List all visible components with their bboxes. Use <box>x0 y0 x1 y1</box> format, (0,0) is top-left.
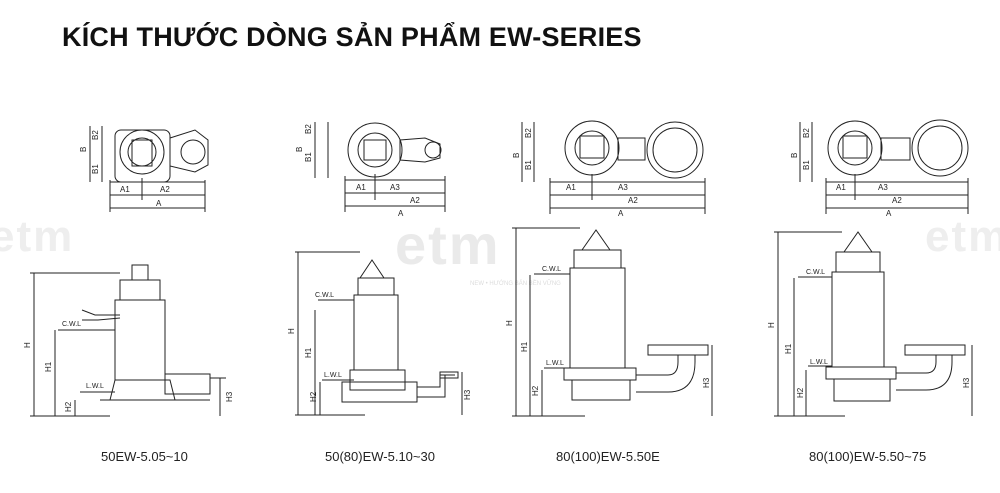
label-lwl: L.W.L <box>546 360 564 367</box>
drawing-80-100ew-50e: B B2 B1 A1 A3 A2 A H H1 H2 H3 C.W.L L.W.… <box>505 120 713 417</box>
watermark-brand: etm <box>395 213 501 276</box>
side-view-motor <box>114 299 166 381</box>
label-H2: H2 <box>796 387 805 398</box>
label-B1: B1 <box>524 160 533 170</box>
label-A2: A2 <box>628 196 638 205</box>
label-H3: H3 <box>463 389 472 400</box>
watermark-logo-left: etm <box>0 212 75 261</box>
side-view-elbow <box>896 355 937 374</box>
side-view-outlet <box>164 373 211 395</box>
top-view-motor <box>564 120 620 176</box>
label-A1: A1 <box>836 183 846 192</box>
drawing-50-80ew: B2 B1 B A1 A3 A2 A H H1 H2 H3 C.W.L L.W.… <box>287 122 472 416</box>
top-view-motor <box>347 122 403 178</box>
side-view-elbow <box>417 374 455 388</box>
label-H3: H3 <box>702 377 711 388</box>
label-cwl: C.W.L <box>62 321 81 328</box>
label-B2: B2 <box>304 124 313 134</box>
label-B1: B1 <box>91 164 100 174</box>
label-A3: A3 <box>878 183 888 192</box>
label-B: B <box>79 147 88 152</box>
label-H: H <box>767 322 776 328</box>
side-view-motor <box>831 271 885 368</box>
label-B2: B2 <box>802 128 811 138</box>
top-view-discharge <box>169 129 209 173</box>
label-B2: B2 <box>524 128 533 138</box>
top-view-motor <box>119 129 165 175</box>
side-view-motor <box>569 267 626 369</box>
label-B: B <box>512 153 521 158</box>
label-lwl: L.W.L <box>86 383 104 390</box>
label-A2: A2 <box>410 196 420 205</box>
watermark-logo: etm <box>395 212 501 277</box>
label-A3: A3 <box>390 183 400 192</box>
label-A1: A1 <box>120 185 130 194</box>
label-H2: H2 <box>64 401 73 412</box>
top-view-motor <box>827 120 883 176</box>
label-A1: A1 <box>356 183 366 192</box>
label-H1: H1 <box>520 341 529 352</box>
top-view-discharge <box>617 137 646 161</box>
drawing-50ew: B B2 B1 A1 A2 A H H1 H2 H3 C.W.L L.W.L <box>23 126 234 417</box>
label-lwl: L.W.L <box>324 372 342 379</box>
label-B2: B2 <box>91 130 100 140</box>
label-H3: H3 <box>225 391 234 402</box>
label-H1: H1 <box>784 343 793 354</box>
top-view-discharge <box>880 137 911 161</box>
watermark-tagline: NEW • HƯỚNG BẢN BỀN VỮNG <box>470 281 561 287</box>
model-caption: 80(100)EW-5.50~75 <box>809 449 927 464</box>
label-H3: H3 <box>962 377 971 388</box>
label-H: H <box>287 328 296 334</box>
label-cwl: C.W.L <box>806 269 825 276</box>
top-view-discharge <box>399 137 441 163</box>
label-H2: H2 <box>309 391 318 402</box>
label-H1: H1 <box>304 347 313 358</box>
label-H2: H2 <box>531 385 540 396</box>
label-H1: H1 <box>44 361 53 372</box>
model-caption: 80(100)EW-5.50E <box>556 449 660 464</box>
label-A: A <box>886 209 892 218</box>
label-H: H <box>23 342 32 348</box>
label-A2: A2 <box>892 196 902 205</box>
label-A3: A3 <box>618 183 628 192</box>
label-lwl: L.W.L <box>810 359 828 366</box>
page-title: KÍCH THƯỚC DÒNG SẢN PHẨM EW-SERIES <box>62 22 642 52</box>
label-B1: B1 <box>802 160 811 170</box>
label-B1: B1 <box>304 152 313 162</box>
label-A: A <box>618 209 624 218</box>
label-cwl: C.W.L <box>542 266 561 273</box>
label-H: H <box>505 320 514 326</box>
side-view-motor <box>353 294 399 371</box>
label-A: A <box>398 209 404 218</box>
label-A2: A2 <box>160 185 170 194</box>
model-caption: 50(80)EW-5.10~30 <box>325 449 435 464</box>
label-B: B <box>790 153 799 158</box>
side-view-elbow <box>636 355 679 376</box>
drawing-80-100ew-50-75: B B2 B1 A1 A3 A2 A H H1 H2 H3 C.W.L L.W.… <box>767 119 973 417</box>
label-A1: A1 <box>566 183 576 192</box>
label-cwl: C.W.L <box>315 292 334 299</box>
model-caption: 50EW-5.05~10 <box>101 449 188 464</box>
label-B: B <box>295 147 304 152</box>
watermark-logo-right: etm <box>925 212 1000 261</box>
label-A: A <box>156 199 162 208</box>
